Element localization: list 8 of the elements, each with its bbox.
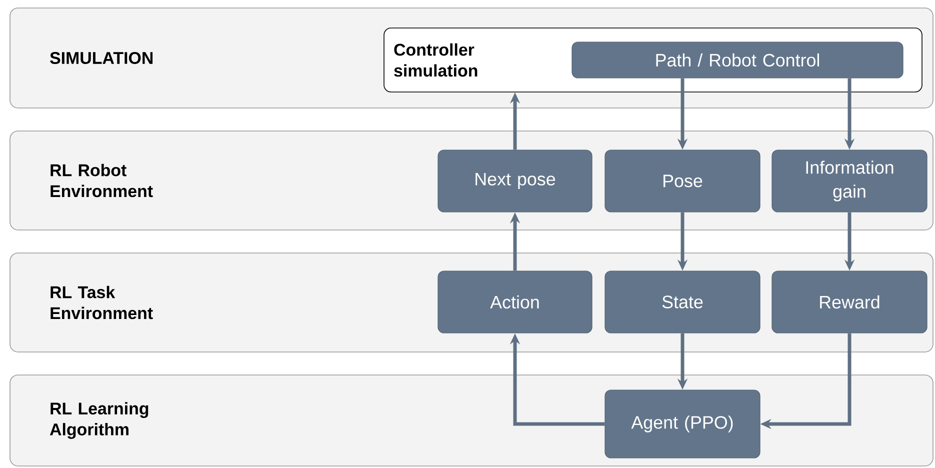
process-box: Agent (PPO)	[604, 390, 760, 458]
process-box: Pose	[604, 150, 760, 212]
process-box: Action	[438, 270, 592, 334]
process-box: Reward	[772, 270, 928, 334]
process-box: Path / Robot Control	[572, 42, 904, 78]
process-box: Information gain	[772, 150, 928, 212]
process-box: Next pose	[438, 150, 592, 212]
process-box: State	[604, 270, 760, 334]
